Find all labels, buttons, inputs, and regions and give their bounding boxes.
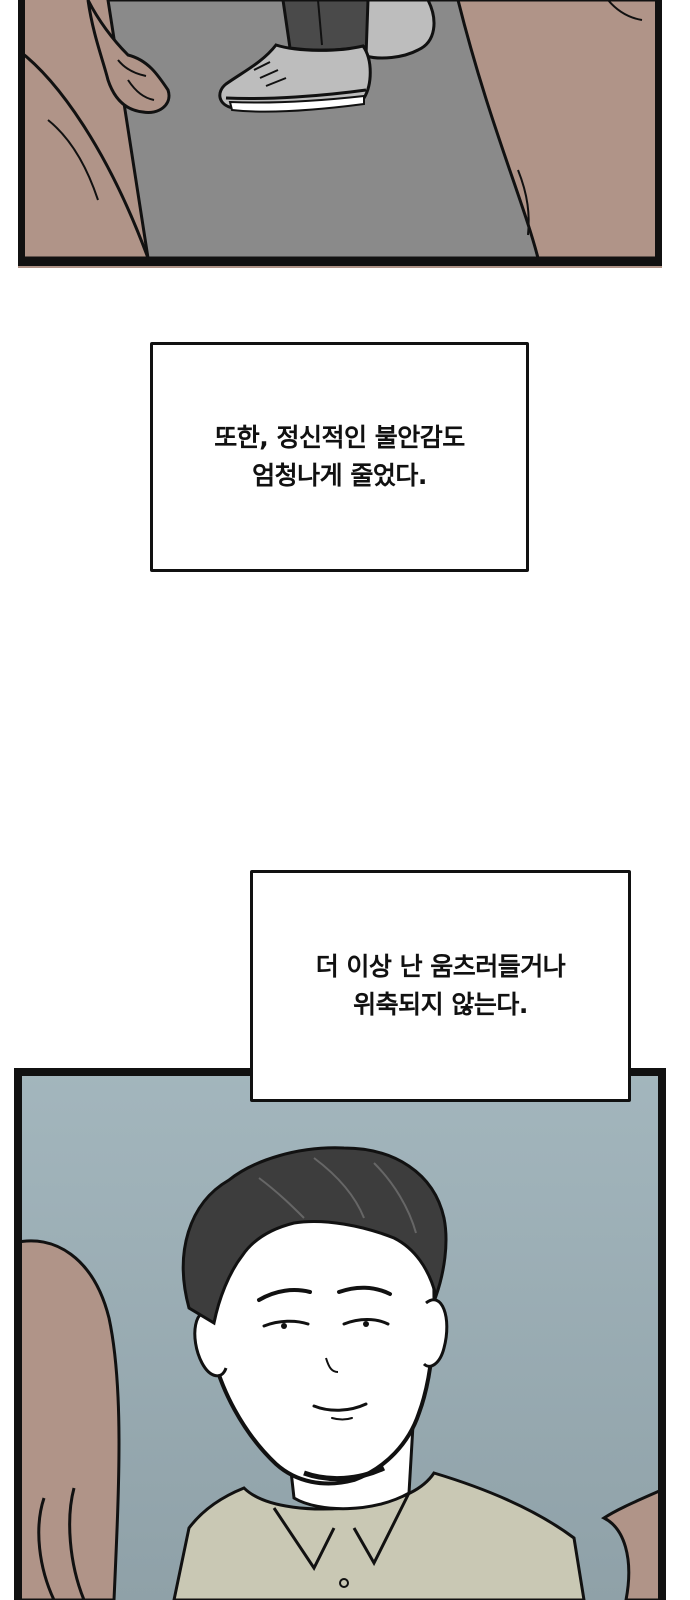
narration-caption-box: 더 이상 난 움츠러들거나 위축되지 않는다. [250, 870, 631, 1102]
smirking-man-portrait-icon [14, 1068, 666, 1600]
caption-line: 엄청나게 줄었다. [252, 461, 427, 490]
caption-line: 위축되지 않는다. [353, 990, 528, 1019]
comic-panel-bottom [14, 1068, 666, 1600]
caption-line: 더 이상 난 움츠러들거나 [315, 952, 566, 981]
comic-panel-top [18, 0, 662, 268]
caption-line: 또한, 정신적인 불안감도 [214, 423, 465, 452]
street-feet-scene-icon [18, 0, 662, 268]
narration-caption-box: 또한, 정신적인 불안감도 엄청나게 줄었다. [150, 342, 529, 572]
